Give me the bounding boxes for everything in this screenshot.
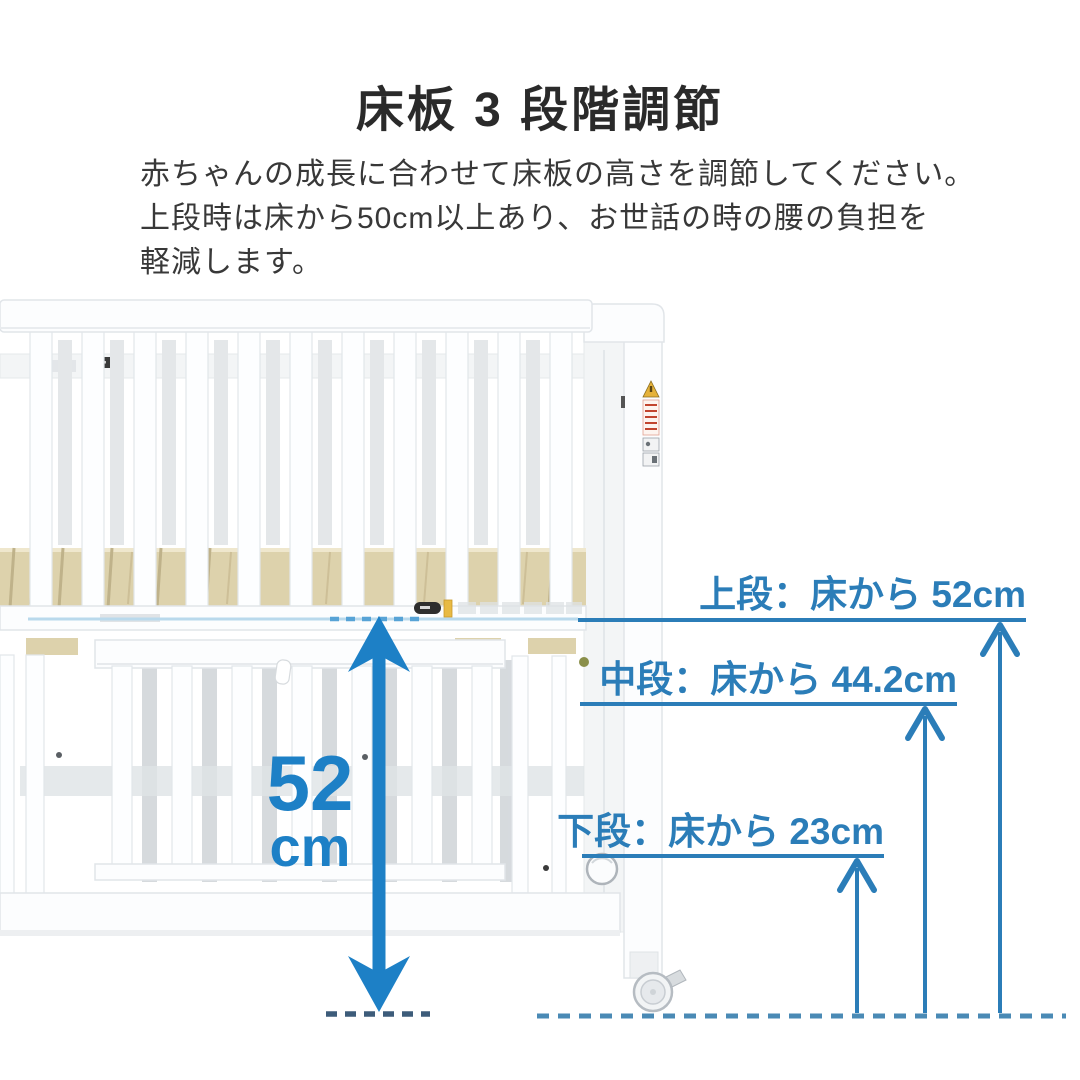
caster-wheel (629, 951, 687, 1013)
screw (56, 752, 62, 758)
lower-tier (0, 638, 621, 936)
screw (362, 754, 368, 760)
latch-slot (621, 396, 625, 408)
lock-button (579, 657, 589, 667)
description-line-2: 上段時は床から50cm以上あり、お世話の時の腰の負担を (140, 202, 930, 235)
measurement-annotations: 52 cm 上段：床から 52cm 中段：床から 44.2cm 下段 (28, 574, 1066, 1019)
gate-slats (111, 665, 493, 871)
post-cap (583, 303, 665, 343)
upper-slats (29, 329, 573, 613)
wood-cap-right (528, 638, 576, 654)
label-middle-level: 中段：床から 44.2cm (599, 659, 957, 700)
screw (543, 865, 549, 871)
gate-bottom-rail (94, 863, 506, 881)
upper-slats-back (58, 340, 540, 545)
description-line-1: 赤ちゃんの成長に合わせて床板の高さを調節してください。 (140, 158, 976, 191)
label-upper-level: 上段：床から 52cm (699, 574, 1026, 615)
description-line-3: 軽減します。 (140, 246, 323, 279)
page-title: 床板 3 段階調節 (355, 84, 725, 137)
label-lower-level: 下段：床から 23cm (557, 811, 884, 852)
bottom-rail (0, 892, 621, 933)
height-arrow (348, 616, 410, 1012)
warning-sticker (642, 380, 660, 467)
height-unit: cm (270, 815, 351, 878)
height-value: 52 (267, 739, 354, 827)
crib-illustration (0, 299, 687, 1013)
hanging-tag (274, 659, 292, 685)
level-lines (578, 618, 1026, 1013)
adjust-knob (585, 852, 619, 886)
wood-cap-left (26, 638, 78, 655)
description: 赤ちゃんの成長に合わせて床板の高さを調節してください。 上段時は床から50cm以… (140, 153, 976, 285)
top-rail (0, 299, 593, 333)
